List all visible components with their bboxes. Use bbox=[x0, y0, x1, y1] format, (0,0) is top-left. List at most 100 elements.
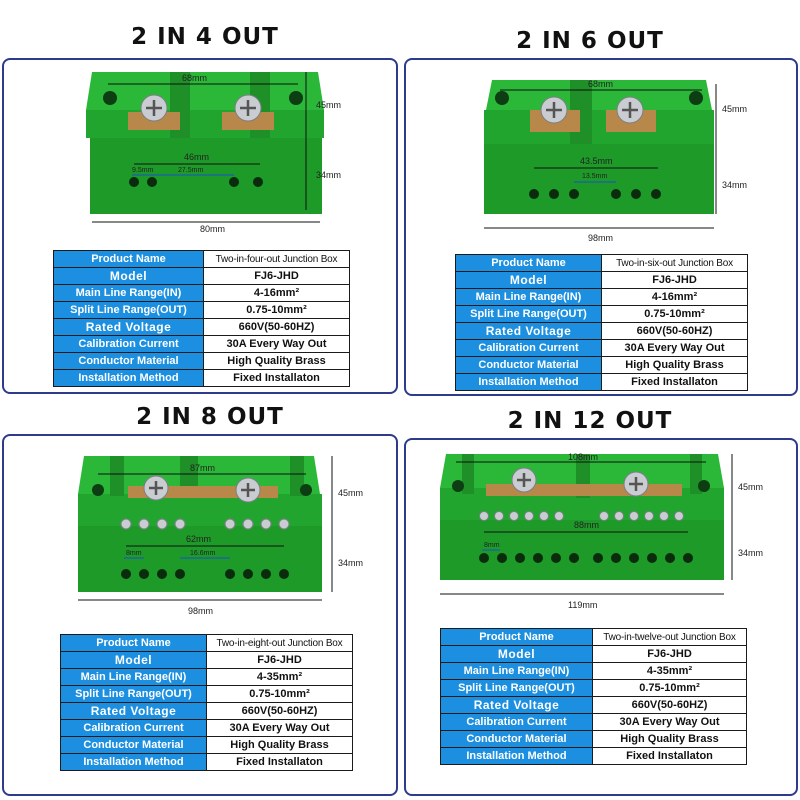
spec-label: Product Name bbox=[455, 254, 602, 272]
spec-label: Conductor Material bbox=[60, 736, 207, 754]
dim-h2: 34mm bbox=[316, 170, 341, 180]
spec-label: Product Name bbox=[60, 634, 207, 652]
spec-value: FJ6-JHD bbox=[592, 645, 747, 663]
dim-width: 98mm bbox=[588, 233, 613, 243]
spec-value: 30A Every Way Out bbox=[592, 713, 747, 731]
dim-mid-gap: 27.5mm bbox=[178, 167, 203, 174]
spec-label: Model bbox=[455, 271, 602, 289]
dim-width: 80mm bbox=[200, 224, 225, 234]
spec-value: High Quality Brass bbox=[206, 736, 353, 754]
dim-h1: 45mm bbox=[316, 100, 341, 110]
spec-value: 0.75-10mm² bbox=[601, 305, 748, 323]
spec-value: 660V(50-60HZ) bbox=[592, 696, 747, 714]
spec-value: Fixed Installaton bbox=[206, 753, 353, 771]
spec-value: 0.75-10mm² bbox=[203, 301, 350, 319]
spec-value: 4-35mm² bbox=[592, 662, 747, 680]
spec-label: Split Line Range(OUT) bbox=[455, 305, 602, 323]
spec-value: Two-in-six-out Junction Box bbox=[601, 254, 748, 272]
product-heading-2in4out: 2 IN 4 OUT bbox=[131, 24, 279, 50]
dim-width: 119mm bbox=[568, 600, 597, 610]
spec-label: Conductor Material bbox=[53, 352, 204, 370]
spec-label: Model bbox=[53, 267, 204, 285]
product-heading-2in12out: 2 IN 12 OUT bbox=[507, 408, 673, 434]
spec-label: Model bbox=[60, 651, 207, 669]
spec-label: Calibration Current bbox=[60, 719, 207, 737]
spec-label: Split Line Range(OUT) bbox=[60, 685, 207, 703]
spec-label: Split Line Range(OUT) bbox=[53, 301, 204, 319]
spec-label: Main Line Range(IN) bbox=[53, 284, 204, 302]
spec-label: Product Name bbox=[53, 250, 204, 268]
table-row: Main Line Range(IN)4-16mm² bbox=[455, 288, 748, 306]
spec-label: Main Line Range(IN) bbox=[455, 288, 602, 306]
spec-value: 0.75-10mm² bbox=[592, 679, 747, 697]
junction-box-photo-2in6out: 68mm 43.5mm 13.5mm 45mm 34mm 98mm bbox=[484, 79, 747, 243]
dim-top: 68mm bbox=[182, 73, 207, 83]
spec-label: Calibration Current bbox=[440, 713, 593, 731]
spec-label: Installation Method bbox=[53, 369, 204, 387]
spec-label: Rated Voltage bbox=[440, 696, 593, 714]
dim-h1: 45mm bbox=[338, 488, 363, 498]
table-row: Main Line Range(IN)4-35mm² bbox=[440, 662, 747, 680]
spec-value: 30A Every Way Out bbox=[601, 339, 748, 357]
spec-value: 30A Every Way Out bbox=[203, 335, 350, 353]
dim-top: 87mm bbox=[190, 463, 215, 473]
dim-width: 98mm bbox=[188, 606, 213, 616]
spec-value: 660V(50-60HZ) bbox=[206, 702, 353, 720]
dim-h1: 45mm bbox=[722, 104, 747, 114]
dim-holes: 46mm bbox=[184, 152, 209, 162]
spec-value: Fixed Installaton bbox=[592, 747, 747, 765]
junction-box-photo-2in8out: 87mm 62mm 8mm 16.6mm 45mm 34mm 98mm bbox=[78, 456, 363, 616]
junction-box-photo-2in12out: 108mm 88mm 8mm 45mm 34mm 119mm bbox=[440, 452, 763, 610]
spec-label: Calibration Current bbox=[455, 339, 602, 357]
dim-h2: 34mm bbox=[338, 558, 363, 568]
spec-value: High Quality Brass bbox=[203, 352, 350, 370]
spec-value: 30A Every Way Out bbox=[206, 719, 353, 737]
table-row: Main Line Range(IN)4-16mm² bbox=[53, 284, 350, 302]
dim-left-gap: 8mm bbox=[484, 542, 500, 549]
spec-label: Main Line Range(IN) bbox=[440, 662, 593, 680]
spec-label: Installation Method bbox=[455, 373, 602, 391]
junction-box-photo-2in4out: 68mm 46mm 9.5mm 27.5mm 45mm 34mm 80mm bbox=[86, 72, 341, 234]
spec-value: 660V(50-60HZ) bbox=[601, 322, 748, 340]
table-row: Split Line Range(OUT)0.75-10mm² bbox=[455, 305, 748, 323]
product-heading-2in6out: 2 IN 6 OUT bbox=[516, 28, 664, 54]
dim-holes: 43.5mm bbox=[580, 156, 613, 166]
spec-label: Installation Method bbox=[60, 753, 207, 771]
dim-left-gap: 9.5mm bbox=[132, 167, 154, 174]
dim-h2: 34mm bbox=[722, 180, 747, 190]
product-heading-2in8out: 2 IN 8 OUT bbox=[136, 404, 284, 430]
spec-label: Rated Voltage bbox=[60, 702, 207, 720]
spec-label: Conductor Material bbox=[455, 356, 602, 374]
table-row: Split Line Range(OUT)0.75-10mm² bbox=[53, 301, 350, 319]
spec-label: Installation Method bbox=[440, 747, 593, 765]
spec-value: 4-35mm² bbox=[206, 668, 353, 686]
spec-value: Two-in-twelve-out Junction Box bbox=[592, 628, 747, 646]
spec-label: Conductor Material bbox=[440, 730, 593, 748]
dim-mid-gap: 13.5mm bbox=[582, 173, 607, 180]
spec-value: Two-in-four-out Junction Box bbox=[203, 250, 350, 268]
dim-left-gap: 8mm bbox=[126, 550, 142, 557]
spec-value: 4-16mm² bbox=[203, 284, 350, 302]
dim-top: 68mm bbox=[588, 79, 613, 89]
spec-value: 4-16mm² bbox=[601, 288, 748, 306]
